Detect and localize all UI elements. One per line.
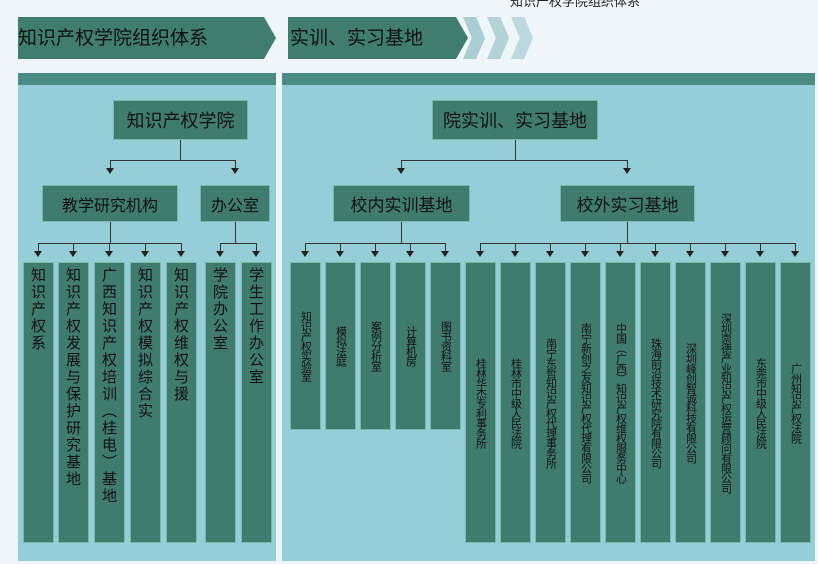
org-leaf-node: 广州知识产权法院 xyxy=(780,262,811,543)
arrow-down-icon xyxy=(69,251,77,257)
arrow-down-icon xyxy=(105,251,113,257)
arrow-down-icon xyxy=(252,251,260,257)
connector-line xyxy=(220,243,221,251)
arrow-down-icon xyxy=(336,251,344,257)
chevron-deco-icon xyxy=(463,17,485,59)
org-leaf-node: 广西知识产权培训（桂电）基地 xyxy=(94,262,125,543)
connector-line xyxy=(109,243,110,251)
connector-line xyxy=(620,243,621,251)
org-leaf-node: 深圳峰创智诚科技有限公司 xyxy=(675,262,706,543)
org-leaf-node: 南宁东哲知识产权代理事务所 xyxy=(535,262,566,543)
right-root-node: 院实训、实习基地 xyxy=(432,100,598,140)
org-leaf-node: 模拟法庭 xyxy=(325,262,356,430)
org-leaf-node: 知识产权实验室 xyxy=(290,262,321,430)
arrow-down-icon xyxy=(721,251,729,257)
connector-line xyxy=(480,243,795,244)
connector-line xyxy=(550,243,551,251)
org-leaf-node: 知识产权发展与保护研究基地 xyxy=(58,262,89,543)
external-base-node: 校外实习基地 xyxy=(560,185,695,222)
org-leaf-node: 图书资料室 xyxy=(430,262,461,430)
arrow-down-icon xyxy=(441,251,449,257)
org-leaf-node: 东莞市中级人民法院 xyxy=(745,262,776,543)
org-leaf-node: 桂林华杰专利事务所 xyxy=(465,262,496,543)
connector-line xyxy=(410,243,411,251)
connector-line xyxy=(401,160,627,161)
arrow-down-icon xyxy=(651,251,659,257)
connector-line xyxy=(401,222,402,243)
chevron-deco-icon xyxy=(487,17,509,59)
org-leaf-node: 知识产权模拟综合实 xyxy=(130,262,161,543)
org-leaf-node: 学院办公室 xyxy=(205,262,236,543)
connector-line xyxy=(73,243,74,251)
connector-line xyxy=(445,243,446,251)
teaching-research-node: 教学研究机构 xyxy=(42,185,178,222)
chevron-deco-icon xyxy=(511,17,533,59)
connector-line xyxy=(181,243,182,251)
connector-line xyxy=(401,160,402,168)
arrow-down-icon xyxy=(476,251,484,257)
arrow-down-icon xyxy=(397,168,405,174)
connector-line xyxy=(480,243,481,251)
org-leaf-node: 计算机房 xyxy=(395,262,426,430)
org-leaf-node: 学生工作办公室 xyxy=(241,262,272,543)
left-root-node: 知识产权学院 xyxy=(113,100,248,140)
connector-line xyxy=(627,222,628,243)
connector-line xyxy=(235,160,236,168)
arrow-down-icon xyxy=(231,168,239,174)
connector-line xyxy=(655,243,656,251)
connector-line xyxy=(340,243,341,251)
connector-line xyxy=(110,160,111,168)
arrow-down-icon xyxy=(106,168,114,174)
org-leaf-node: 深圳崇德产业知识产权运营顾问有限公司 xyxy=(710,262,741,543)
connector-line xyxy=(795,243,796,251)
arrow-down-icon xyxy=(511,251,519,257)
arrow-down-icon xyxy=(623,168,631,174)
internal-base-node: 校内实训基地 xyxy=(333,185,470,222)
arrow-down-icon xyxy=(371,251,379,257)
arrow-down-icon xyxy=(406,251,414,257)
connector-line xyxy=(145,243,146,251)
connector-line xyxy=(38,243,39,251)
office-node: 办公室 xyxy=(200,185,270,222)
arrow-down-icon xyxy=(686,251,694,257)
arrow-down-icon xyxy=(581,251,589,257)
connector-line xyxy=(256,243,257,251)
connector-line xyxy=(180,140,181,160)
tab-training-bases[interactable]: 实训、实习基地 xyxy=(288,17,468,59)
connector-line xyxy=(515,140,516,160)
connector-line xyxy=(305,243,306,251)
arrow-down-icon xyxy=(216,251,224,257)
arrow-down-icon xyxy=(756,251,764,257)
connector-line xyxy=(375,243,376,251)
connector-line xyxy=(585,243,586,251)
org-leaf-node: 知识产权维权与援 xyxy=(166,262,197,543)
connector-line xyxy=(690,243,691,251)
connector-line xyxy=(760,243,761,251)
arrow-down-icon xyxy=(141,251,149,257)
arrow-down-icon xyxy=(34,251,42,257)
connector-line xyxy=(627,160,628,168)
org-leaf-node: 案例分析室 xyxy=(360,262,391,430)
connector-line xyxy=(515,243,516,251)
connector-line xyxy=(220,243,256,244)
arrow-down-icon xyxy=(301,251,309,257)
org-leaf-node: 珠海前沿技术研究院有限公司 xyxy=(640,262,671,543)
connector-line xyxy=(235,222,236,243)
connector-line xyxy=(725,243,726,251)
org-leaf-node: 中国（广西）知识产权维权服务中心 xyxy=(605,262,636,543)
org-leaf-node: 桂林市中级人民法院 xyxy=(500,262,531,543)
arrow-down-icon xyxy=(791,251,799,257)
org-leaf-node: 知识产权系 xyxy=(23,262,54,543)
tab-organization[interactable]: 知识产权学院组织体系 xyxy=(18,17,276,59)
org-leaf-node: 南宁新创之友知识产权代理有限公司 xyxy=(570,262,601,543)
arrow-down-icon xyxy=(177,251,185,257)
arrow-down-icon xyxy=(616,251,624,257)
arrow-down-icon xyxy=(546,251,554,257)
connector-line xyxy=(110,222,111,243)
header-cut-text: 知识产权学院组织体系 xyxy=(510,0,641,10)
connector-line xyxy=(110,160,235,161)
